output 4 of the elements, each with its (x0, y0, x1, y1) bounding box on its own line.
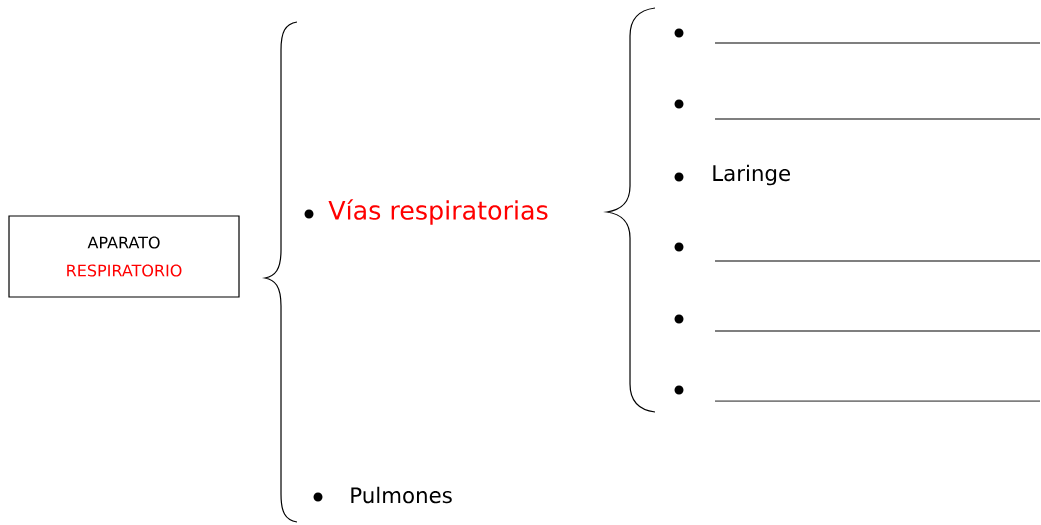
item-label: Vías respiratorias (328, 199, 548, 225)
title-box: APARATO RESPIRATORIO (8, 215, 240, 298)
item-label: Pulmones (351, 486, 452, 504)
item-label: Laringe (713, 164, 790, 186)
